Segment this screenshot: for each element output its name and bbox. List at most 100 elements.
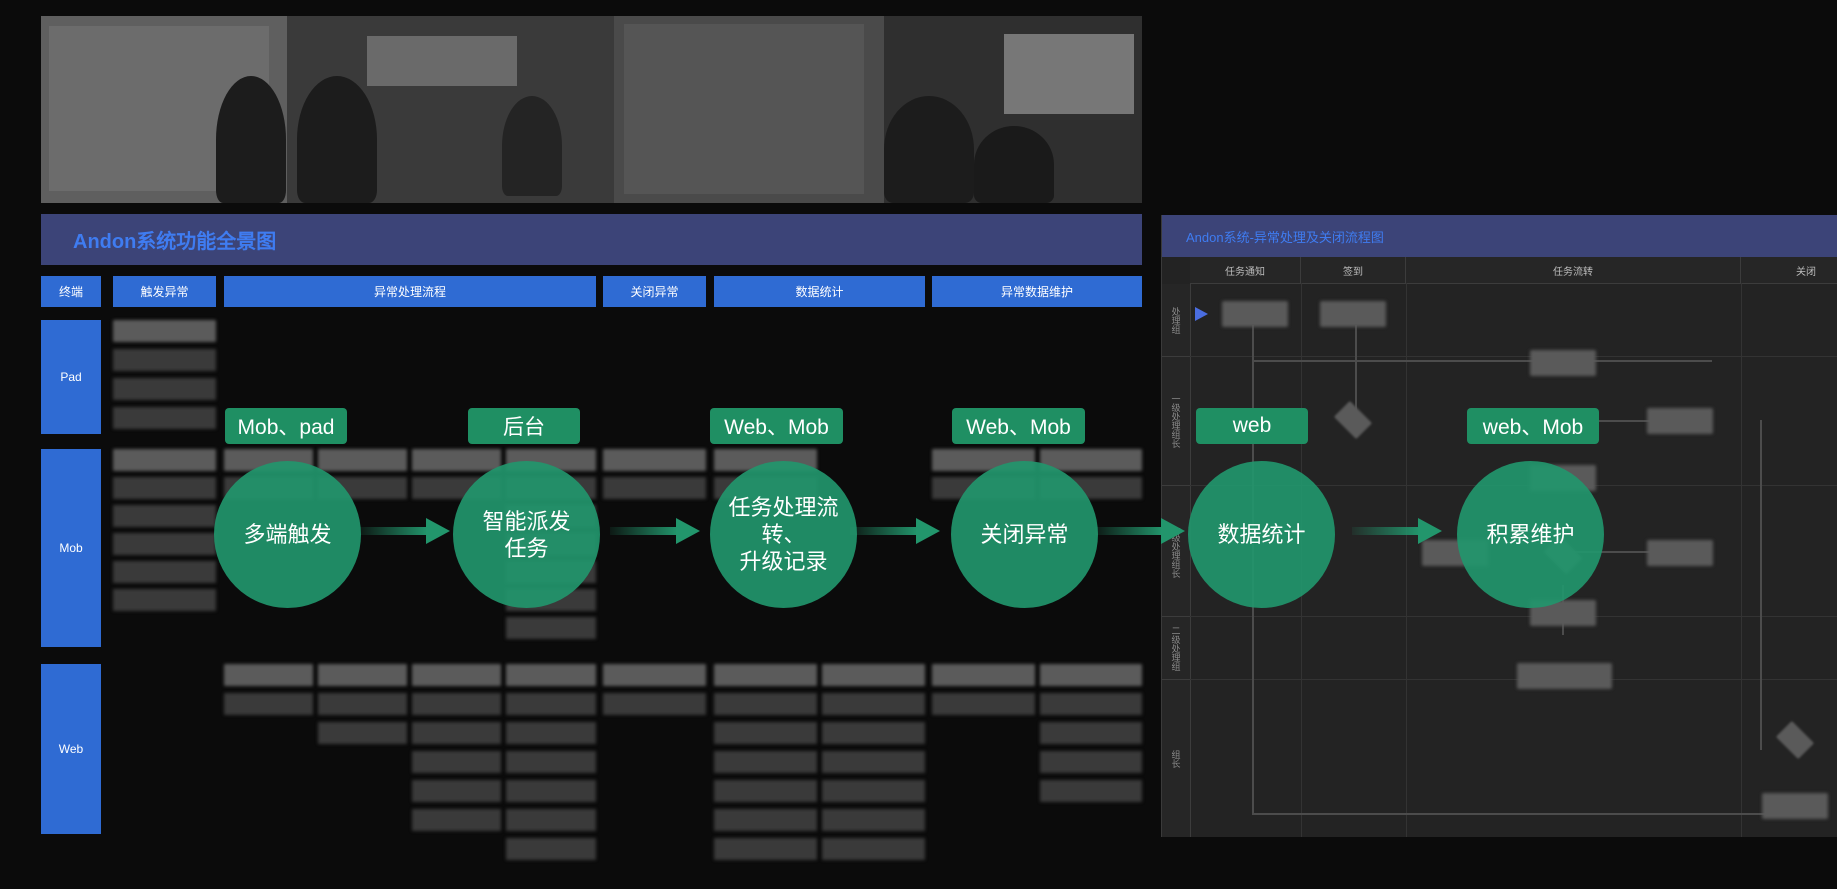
blurred-cell: [318, 722, 407, 744]
step-circle-smart-dispatch: 智能派发 任务: [453, 461, 600, 608]
flow-node: [1320, 301, 1386, 327]
blurred-cell: [603, 693, 706, 715]
whiteboard-photo: [41, 16, 287, 203]
lane-label-handler: 处理组: [1162, 284, 1191, 357]
blurred-cell: [113, 349, 216, 371]
step-circle-close-exception: 关闭异常: [951, 461, 1098, 608]
blurred-cell: [113, 449, 216, 471]
flow-node: [1647, 540, 1713, 566]
blurred-cell: [932, 664, 1035, 686]
arrow-icon-1: [360, 516, 450, 546]
blurred-cell: [318, 449, 407, 471]
lane-label-level1-b: 一级处理组长: [1162, 486, 1191, 617]
flow-connector: [1406, 283, 1407, 837]
blurred-cell: [714, 722, 817, 744]
flow-connector: [1252, 813, 1782, 815]
row-label-pad: Pad: [41, 320, 101, 434]
blurred-cell: [506, 722, 596, 744]
column-header-trigger: 触发异常: [113, 276, 216, 307]
meeting-room-photo: [287, 16, 614, 203]
flow-connector: [1190, 616, 1837, 617]
column-header-process: 异常处理流程: [224, 276, 596, 307]
flow-node: [1517, 663, 1612, 689]
flow-node: [1334, 401, 1372, 439]
arrow-icon-5: [1352, 516, 1442, 546]
blurred-cell: [506, 838, 596, 860]
blurred-cell: [603, 477, 706, 499]
flow-connector: [1190, 679, 1837, 680]
platform-tag-2: 后台: [468, 408, 580, 444]
column-header-close: 关闭异常: [603, 276, 706, 307]
blurred-cell: [506, 751, 596, 773]
flow-column-transfer: 任务流转: [1406, 257, 1741, 284]
blurred-cell: [506, 617, 596, 639]
blurred-cell: [822, 664, 925, 686]
blurred-cell: [1040, 693, 1142, 715]
blurred-cell: [714, 809, 817, 831]
column-header-maintenance: 异常数据维护: [932, 276, 1142, 307]
lane-label-level2: 二级处理组: [1162, 617, 1191, 680]
team-discussion-photo: [884, 16, 1142, 203]
blurred-cell: [506, 664, 596, 686]
blurred-cell: [822, 751, 925, 773]
platform-tag-6: web、Mob: [1467, 408, 1599, 444]
blurred-cell: [224, 664, 313, 686]
blurred-cell: [1040, 751, 1142, 773]
blurred-cell: [714, 780, 817, 802]
blurred-cell: [412, 809, 501, 831]
blurred-cell: [113, 477, 216, 499]
flow-node: [1530, 350, 1596, 376]
column-header-terminal: 终端: [41, 276, 101, 307]
column-header-stats: 数据统计: [714, 276, 925, 307]
arrow-icon-4: [1095, 516, 1185, 546]
blurred-cell: [1040, 722, 1142, 744]
row-label-web: Web: [41, 664, 101, 834]
row-label-mob: Mob: [41, 449, 101, 647]
blurred-cell: [506, 780, 596, 802]
blurred-cell: [714, 664, 817, 686]
flow-connector: [1741, 283, 1742, 837]
blurred-cell: [603, 664, 706, 686]
overview-title: Andon系统功能全景图: [41, 214, 1142, 265]
blurred-cell: [714, 751, 817, 773]
blurred-cell: [113, 378, 216, 400]
blurred-cell: [714, 693, 817, 715]
blurred-cell: [113, 561, 216, 583]
blurred-cell: [506, 693, 596, 715]
blurred-cell: [113, 505, 216, 527]
blurred-cell: [412, 693, 501, 715]
flow-node: [1647, 408, 1713, 434]
blurred-cell: [224, 693, 313, 715]
step-circle-accumulate-maintain: 积累维护: [1457, 461, 1604, 608]
flow-connector: [1252, 360, 1712, 362]
arrow-icon-3: [850, 516, 940, 546]
blurred-cell: [822, 722, 925, 744]
flow-node: [1776, 721, 1814, 759]
blurred-cell: [603, 449, 706, 471]
blurred-cell: [113, 533, 216, 555]
step-circle-data-stats: 数据统计: [1188, 461, 1335, 608]
blurred-cell: [318, 693, 407, 715]
blurred-cell: [506, 809, 596, 831]
blurred-cell: [412, 722, 501, 744]
flow-column-close: 关闭: [1741, 257, 1837, 284]
start-marker-icon: [1195, 307, 1208, 321]
blurred-cell: [113, 589, 216, 611]
step-circle-multi-trigger: 多端触发: [214, 461, 361, 608]
blurred-cell: [113, 320, 216, 342]
flowchart-title: Andon系统-异常处理及关闭流程图: [1162, 215, 1837, 257]
step-circle-task-processing: 任务处理流转、 升级记录: [710, 461, 857, 608]
blurred-cell: [1040, 780, 1142, 802]
platform-tag-4: Web、Mob: [952, 408, 1085, 444]
flow-connector: [1760, 420, 1762, 750]
blurred-cell: [412, 664, 501, 686]
blurred-cell: [412, 751, 501, 773]
workshop-photo-strip: [41, 16, 1142, 203]
blurred-cell: [412, 780, 501, 802]
flow-connector: [1190, 356, 1837, 357]
blurred-cell: [318, 664, 407, 686]
blurred-cell: [113, 407, 216, 429]
blurred-cell: [822, 838, 925, 860]
blurred-cell: [822, 693, 925, 715]
platform-tag-1: Mob、pad: [225, 408, 347, 444]
